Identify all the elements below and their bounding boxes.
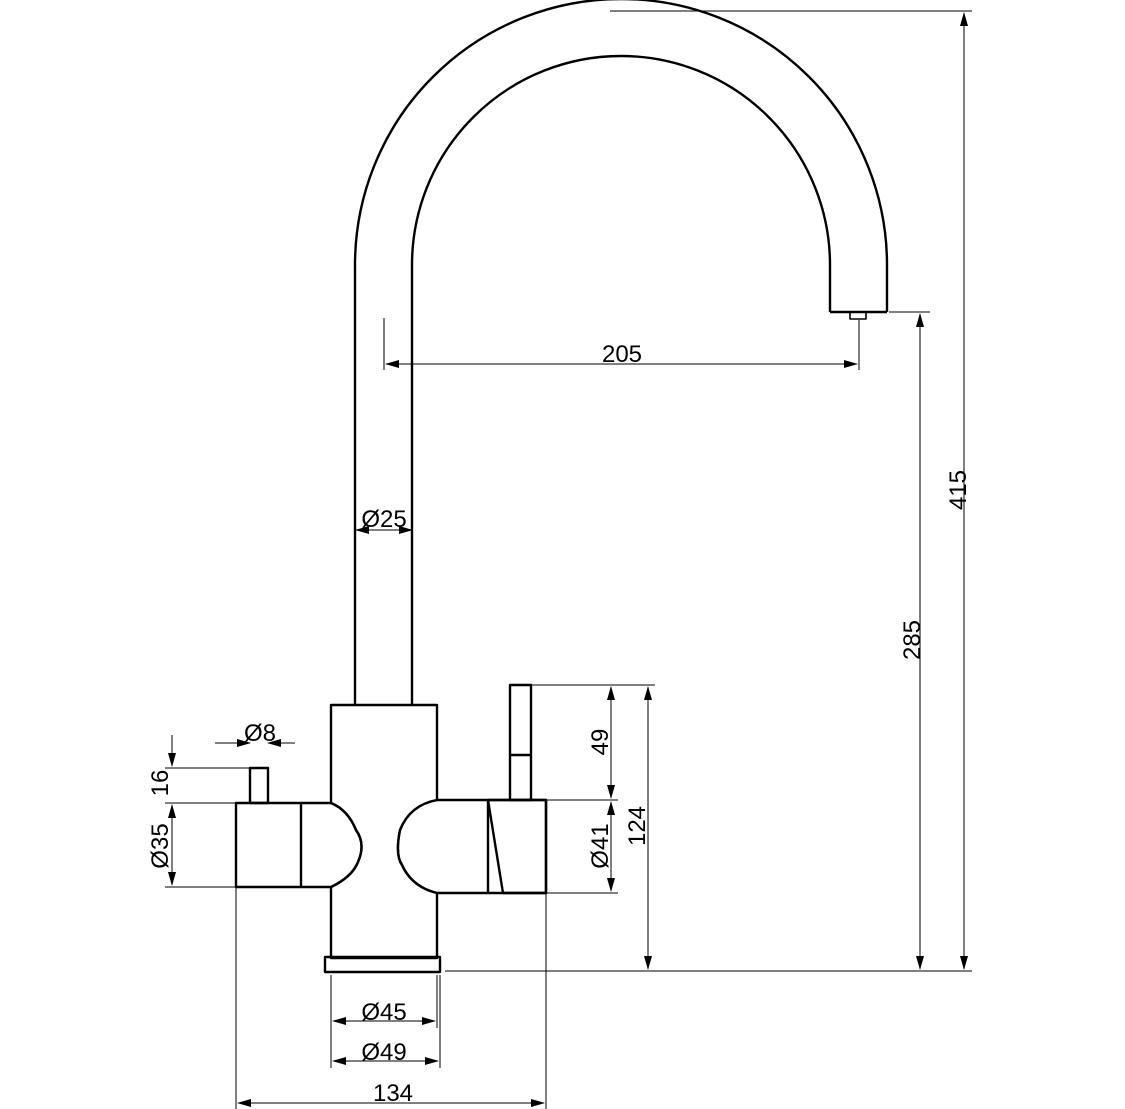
dim-label-16: 16 (147, 770, 174, 797)
hot-lever-stem (508, 683, 533, 802)
faucet-outline (234, 0, 889, 974)
aerator-nozzle (849, 311, 867, 320)
dim-label-415: 415 (945, 470, 972, 510)
hot-handle-lever-block (486, 798, 548, 895)
hot-handle-body (396, 798, 548, 895)
dim-label-205: 205 (602, 341, 642, 368)
dim-label-d49: Ø49 (361, 1039, 406, 1066)
dim-label-285: 285 (899, 620, 926, 660)
dim-label-49: 49 (587, 729, 614, 756)
dim-label-d35: Ø35 (147, 823, 174, 868)
dim-label-d8: Ø8 (244, 720, 276, 747)
dim-label-134: 134 (373, 1080, 413, 1107)
cold-lever-pin (248, 766, 270, 805)
dimension-lines (168, 12, 968, 1107)
spout-outer-contour (353, 0, 889, 705)
dim-label-d25: Ø25 (361, 506, 406, 533)
cold-handle-body (234, 801, 363, 889)
dim-label-d41: Ø41 (587, 823, 614, 868)
base-ring (323, 955, 442, 974)
extension-lines (165, 10, 972, 1109)
dimension-labels: 205 415 285 Ø25 Ø8 16 Ø35 49 Ø41 124 Ø45… (147, 341, 972, 1107)
spout-inner-contour (410, 54, 832, 705)
main-body (329, 703, 439, 960)
dim-label-124: 124 (624, 806, 651, 846)
dim-label-d45: Ø45 (361, 999, 406, 1026)
